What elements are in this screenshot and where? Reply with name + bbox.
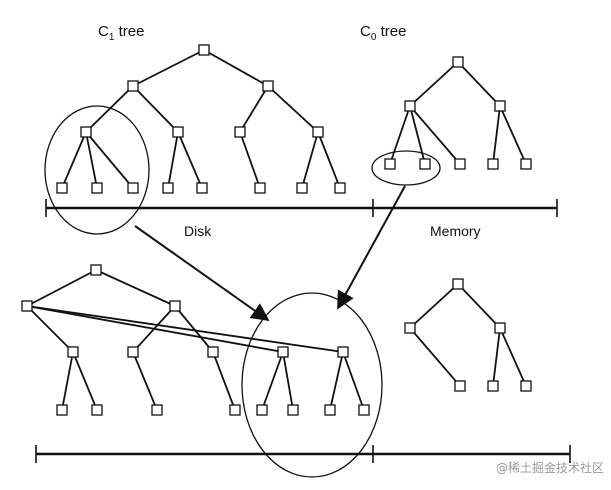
- disk-label: Disk: [184, 223, 212, 239]
- c0-remaining-tree-node: [454, 380, 466, 392]
- c1-tree-node: [56, 182, 68, 194]
- merged-tree-edge: [26, 305, 74, 353]
- c1-tree-node: [127, 182, 139, 194]
- merged-tree-node: [90, 264, 102, 276]
- c0-tree-node: [452, 56, 464, 68]
- merged-tree-node: [56, 404, 68, 416]
- c1-tree-edge: [85, 131, 98, 189]
- c0-remaining-tree-edge: [457, 283, 501, 329]
- merged-tree-node: [277, 346, 289, 358]
- c0-remaining-tree-edge: [492, 327, 501, 387]
- merged-tree-edge: [72, 351, 98, 411]
- merged-tree-node: [21, 300, 33, 312]
- c1-tree-edge: [267, 85, 319, 133]
- merged-tree-node: [337, 346, 349, 358]
- c1-tree-edge: [132, 85, 179, 133]
- merged-tree-edge: [61, 351, 74, 411]
- c1-tree-edge: [203, 49, 269, 87]
- tree-nodes: [21, 44, 532, 416]
- c1-tree-node: [296, 182, 308, 194]
- c0-tree-edge: [409, 105, 461, 165]
- c1-tree-node: [254, 182, 266, 194]
- c0-remaining-tree-node: [452, 278, 464, 290]
- c0-tree-edge: [389, 105, 411, 165]
- merged-tree-edge: [282, 351, 294, 411]
- c0-tree-edge: [499, 105, 527, 165]
- c1-tree-edge: [85, 131, 134, 189]
- c1-tree-edge: [317, 131, 341, 189]
- merged-tree-node: [287, 404, 299, 416]
- memory-label: Memory: [430, 223, 481, 239]
- c0-leaves-highlight: [371, 150, 441, 186]
- c1-tree-edge: [167, 131, 179, 189]
- c1-tree-edge: [301, 131, 319, 189]
- c1-tree-node: [334, 182, 346, 194]
- c1-tree-node: [196, 182, 208, 194]
- merged-tree-edge: [95, 269, 176, 307]
- watermark: @稀土掘金技术社区: [496, 460, 604, 475]
- merged-tree-edge: [132, 351, 158, 411]
- c1-subtree-highlight: [44, 105, 150, 235]
- merged-tree-edge: [174, 305, 214, 353]
- merged-tree-edge: [26, 269, 97, 307]
- c0-tree-edge: [457, 61, 501, 107]
- merged-tree-edge: [342, 351, 365, 411]
- c1-tree-edge: [239, 85, 269, 133]
- c0-tree-label: C0 tree: [360, 23, 406, 43]
- merged-tree-node: [358, 404, 370, 416]
- c1-tree-node: [172, 126, 184, 138]
- highlights-and-axes: [35, 105, 571, 478]
- merged-tree-node: [91, 404, 103, 416]
- c1-tree-node: [312, 126, 324, 138]
- tree-edges: [26, 49, 527, 411]
- c0-tree-node: [419, 158, 431, 170]
- c1-tree-edge: [239, 131, 261, 189]
- c0-remaining-tree-node: [487, 380, 499, 392]
- merge-arrow-from-c1: [134, 225, 270, 322]
- c1-tree-node: [80, 126, 92, 138]
- c1-tree-edge: [132, 49, 205, 87]
- c0-remaining-tree-node: [520, 380, 532, 392]
- c0-tree-node: [454, 158, 466, 170]
- merged-block-highlight: [241, 292, 383, 478]
- c0-remaining-tree-edge: [409, 327, 461, 387]
- c0-tree-edge: [492, 105, 501, 165]
- merged-tree-edge: [132, 305, 176, 353]
- c1-tree-node: [162, 182, 174, 194]
- merged-tree-node: [169, 300, 181, 312]
- c1-tree-label: C1 tree: [98, 23, 144, 43]
- c0-remaining-tree-node: [404, 322, 416, 334]
- c1-tree-edge: [85, 85, 134, 133]
- c1-tree-node: [262, 80, 274, 92]
- merged-tree-node: [324, 404, 336, 416]
- c0-tree-edge: [409, 61, 459, 107]
- c0-tree-edge: [409, 105, 426, 165]
- merge-arrow-from-c0: [337, 185, 406, 310]
- c0-remaining-tree-edge: [409, 283, 459, 329]
- c0-remaining-tree-edge: [499, 327, 527, 387]
- c0-tree-node: [487, 158, 499, 170]
- merged-tree-edge: [26, 305, 344, 353]
- merged-tree-edge: [261, 351, 284, 411]
- c0-tree-node: [404, 100, 416, 112]
- c1-tree-edge: [61, 131, 87, 189]
- c0-remaining-tree-node: [494, 322, 506, 334]
- c0-tree-node: [384, 158, 396, 170]
- merged-tree-node: [256, 404, 268, 416]
- c0-tree-node: [520, 158, 532, 170]
- merged-tree-edge: [212, 351, 236, 411]
- merged-tree-edge: [329, 351, 344, 411]
- merged-tree-node: [229, 404, 241, 416]
- c1-tree-node: [91, 182, 103, 194]
- merged-tree-node: [151, 404, 163, 416]
- merged-tree-node: [207, 346, 219, 358]
- c0-tree-node: [494, 100, 506, 112]
- merged-tree-node: [67, 346, 79, 358]
- c1-tree-node: [234, 126, 246, 138]
- c1-tree-node: [127, 80, 139, 92]
- c1-tree-edge: [177, 131, 203, 189]
- c1-tree-node: [198, 44, 210, 56]
- merged-tree-node: [127, 346, 139, 358]
